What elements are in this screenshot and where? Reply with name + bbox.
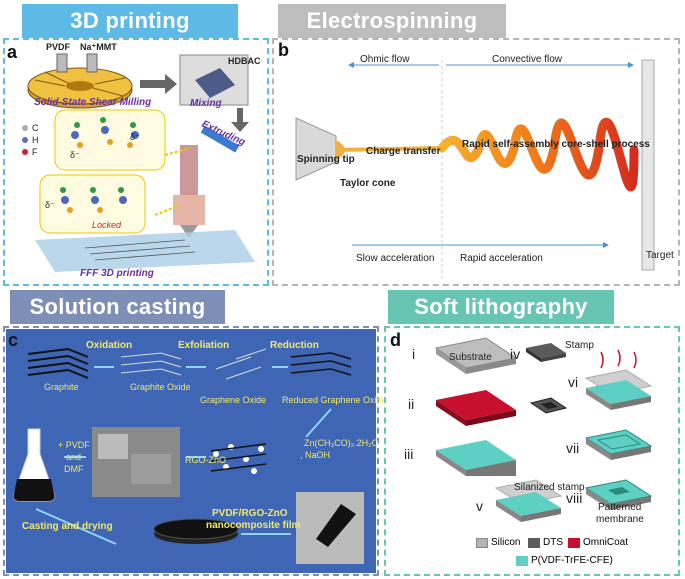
header-electrospinning: Electrospinning	[278, 4, 506, 38]
reduction-label: Reduction	[270, 340, 319, 351]
panel-b-letter: b	[278, 40, 289, 60]
legend-label-silicon: Silicon	[491, 537, 521, 548]
oxidation-label: Oxidation	[86, 340, 133, 351]
patterned-label-1: Patterned	[598, 502, 642, 513]
self-assembly-label: Rapid self-assembly core-shell process	[462, 139, 650, 150]
fff-label: FFF 3D printing	[80, 268, 154, 279]
hdbac-label: HDBAC	[228, 56, 261, 66]
legend-swatch-omnicoat	[568, 537, 580, 548]
panel-d-letter: d	[390, 330, 401, 350]
panel-c-letter: c	[8, 330, 19, 350]
target-label: Target	[646, 250, 674, 261]
film-label-2: nanocomposite film	[206, 520, 301, 531]
silanized-stamp-label: Silanized stamp	[514, 482, 585, 493]
panel-b-illustration	[295, 59, 655, 280]
legend-h: H	[32, 135, 39, 145]
rgo-label: Reduced Graphene Oxide	[282, 395, 387, 405]
patterned-label-2: membrane	[596, 514, 644, 525]
step-viii: viii	[566, 490, 583, 506]
slow-acc-label: Slow acceleration	[356, 253, 435, 264]
panel-d-illustration	[434, 337, 653, 522]
mixing-label: Mixing	[190, 98, 222, 109]
pvdf-dmf-3: DMF	[64, 464, 84, 474]
step-iv: iv	[510, 346, 521, 362]
ohmic-label: Ohmic flow	[360, 54, 410, 65]
legend-dts: DTS	[528, 537, 563, 548]
panel-a-illustration	[22, 53, 255, 272]
panel-b-frame	[272, 38, 680, 286]
legend-f: F	[32, 147, 38, 157]
graphite-oxide-label: Graphite Oxide	[130, 382, 191, 392]
rgo-zno-label: RGO-ZnO	[185, 455, 227, 465]
legend-pvdf: P(VDF-TrFE-CFE)	[516, 555, 613, 566]
panel-c-illustration	[13, 347, 364, 564]
taylor-cone-label: Taylor cone	[340, 178, 396, 189]
legend-omnicoat: OmniCoat	[568, 537, 628, 548]
legend-swatch-pvdf	[516, 555, 528, 566]
pvdf-label: PVDF	[46, 42, 71, 52]
charge-transfer-label: Charge transfer	[366, 146, 441, 157]
substrate-label: Substrate	[449, 352, 492, 363]
graphite-label: Graphite	[44, 382, 79, 392]
locked-label: Locked	[92, 220, 122, 230]
step-iii: iii	[404, 446, 414, 462]
delta-1: δ⁻	[70, 150, 80, 160]
step-v: v	[476, 498, 483, 514]
panel-c-frame	[3, 326, 379, 576]
stamp-label: Stamp	[565, 340, 594, 351]
legend-label-pvdf: P(VDF-TrFE-CFE)	[531, 555, 613, 566]
milling-label: Solid-State Shear Milling	[34, 97, 152, 108]
header-solution-casting: Solution casting	[10, 290, 225, 324]
convective-label: Convective flow	[492, 54, 563, 65]
step-i: i	[412, 346, 416, 362]
delta-3: δ⁻	[45, 200, 55, 210]
pvdf-dmf-1: + PVDF	[58, 440, 90, 450]
mmt-label: Na⁺MMT	[80, 42, 117, 52]
panel-a-frame	[3, 38, 269, 286]
legend-silicon: Silicon	[476, 537, 520, 548]
step-vi: vi	[568, 374, 579, 390]
graphene-oxide-label: Graphene Oxide	[200, 395, 267, 405]
reagents-line1: Zn(CH₃CO)₂.2H₂O	[304, 438, 379, 448]
rapid-acc-label: Rapid acceleration	[460, 253, 543, 264]
legend-swatch-dts	[528, 537, 540, 548]
legend-label-omnicoat: OmniCoat	[583, 537, 629, 548]
legend-label-dts: DTS	[543, 537, 563, 548]
delta-2: δ⁻	[130, 132, 140, 142]
step-vii: vii	[566, 440, 580, 456]
header-soft-lithography: Soft lithography	[388, 290, 614, 324]
header-3d-printing: 3D printing	[22, 4, 238, 38]
panel-d-frame	[384, 326, 680, 576]
exfoliation-label: Exfoliation	[178, 340, 230, 351]
casting-label: Casting and drying	[22, 521, 113, 532]
spinning-tip-label: Spinning tip	[297, 154, 355, 165]
step-ii: ii	[408, 396, 415, 412]
reagents-line2: , NaOH	[300, 450, 331, 460]
pvdf-dmf-2: and	[66, 452, 82, 462]
legend-swatch-silicon	[476, 537, 488, 548]
film-label-1: PVDF/RGO-ZnO	[212, 508, 288, 519]
legend-c: C	[32, 123, 39, 133]
panel-a-letter: a	[7, 42, 18, 62]
